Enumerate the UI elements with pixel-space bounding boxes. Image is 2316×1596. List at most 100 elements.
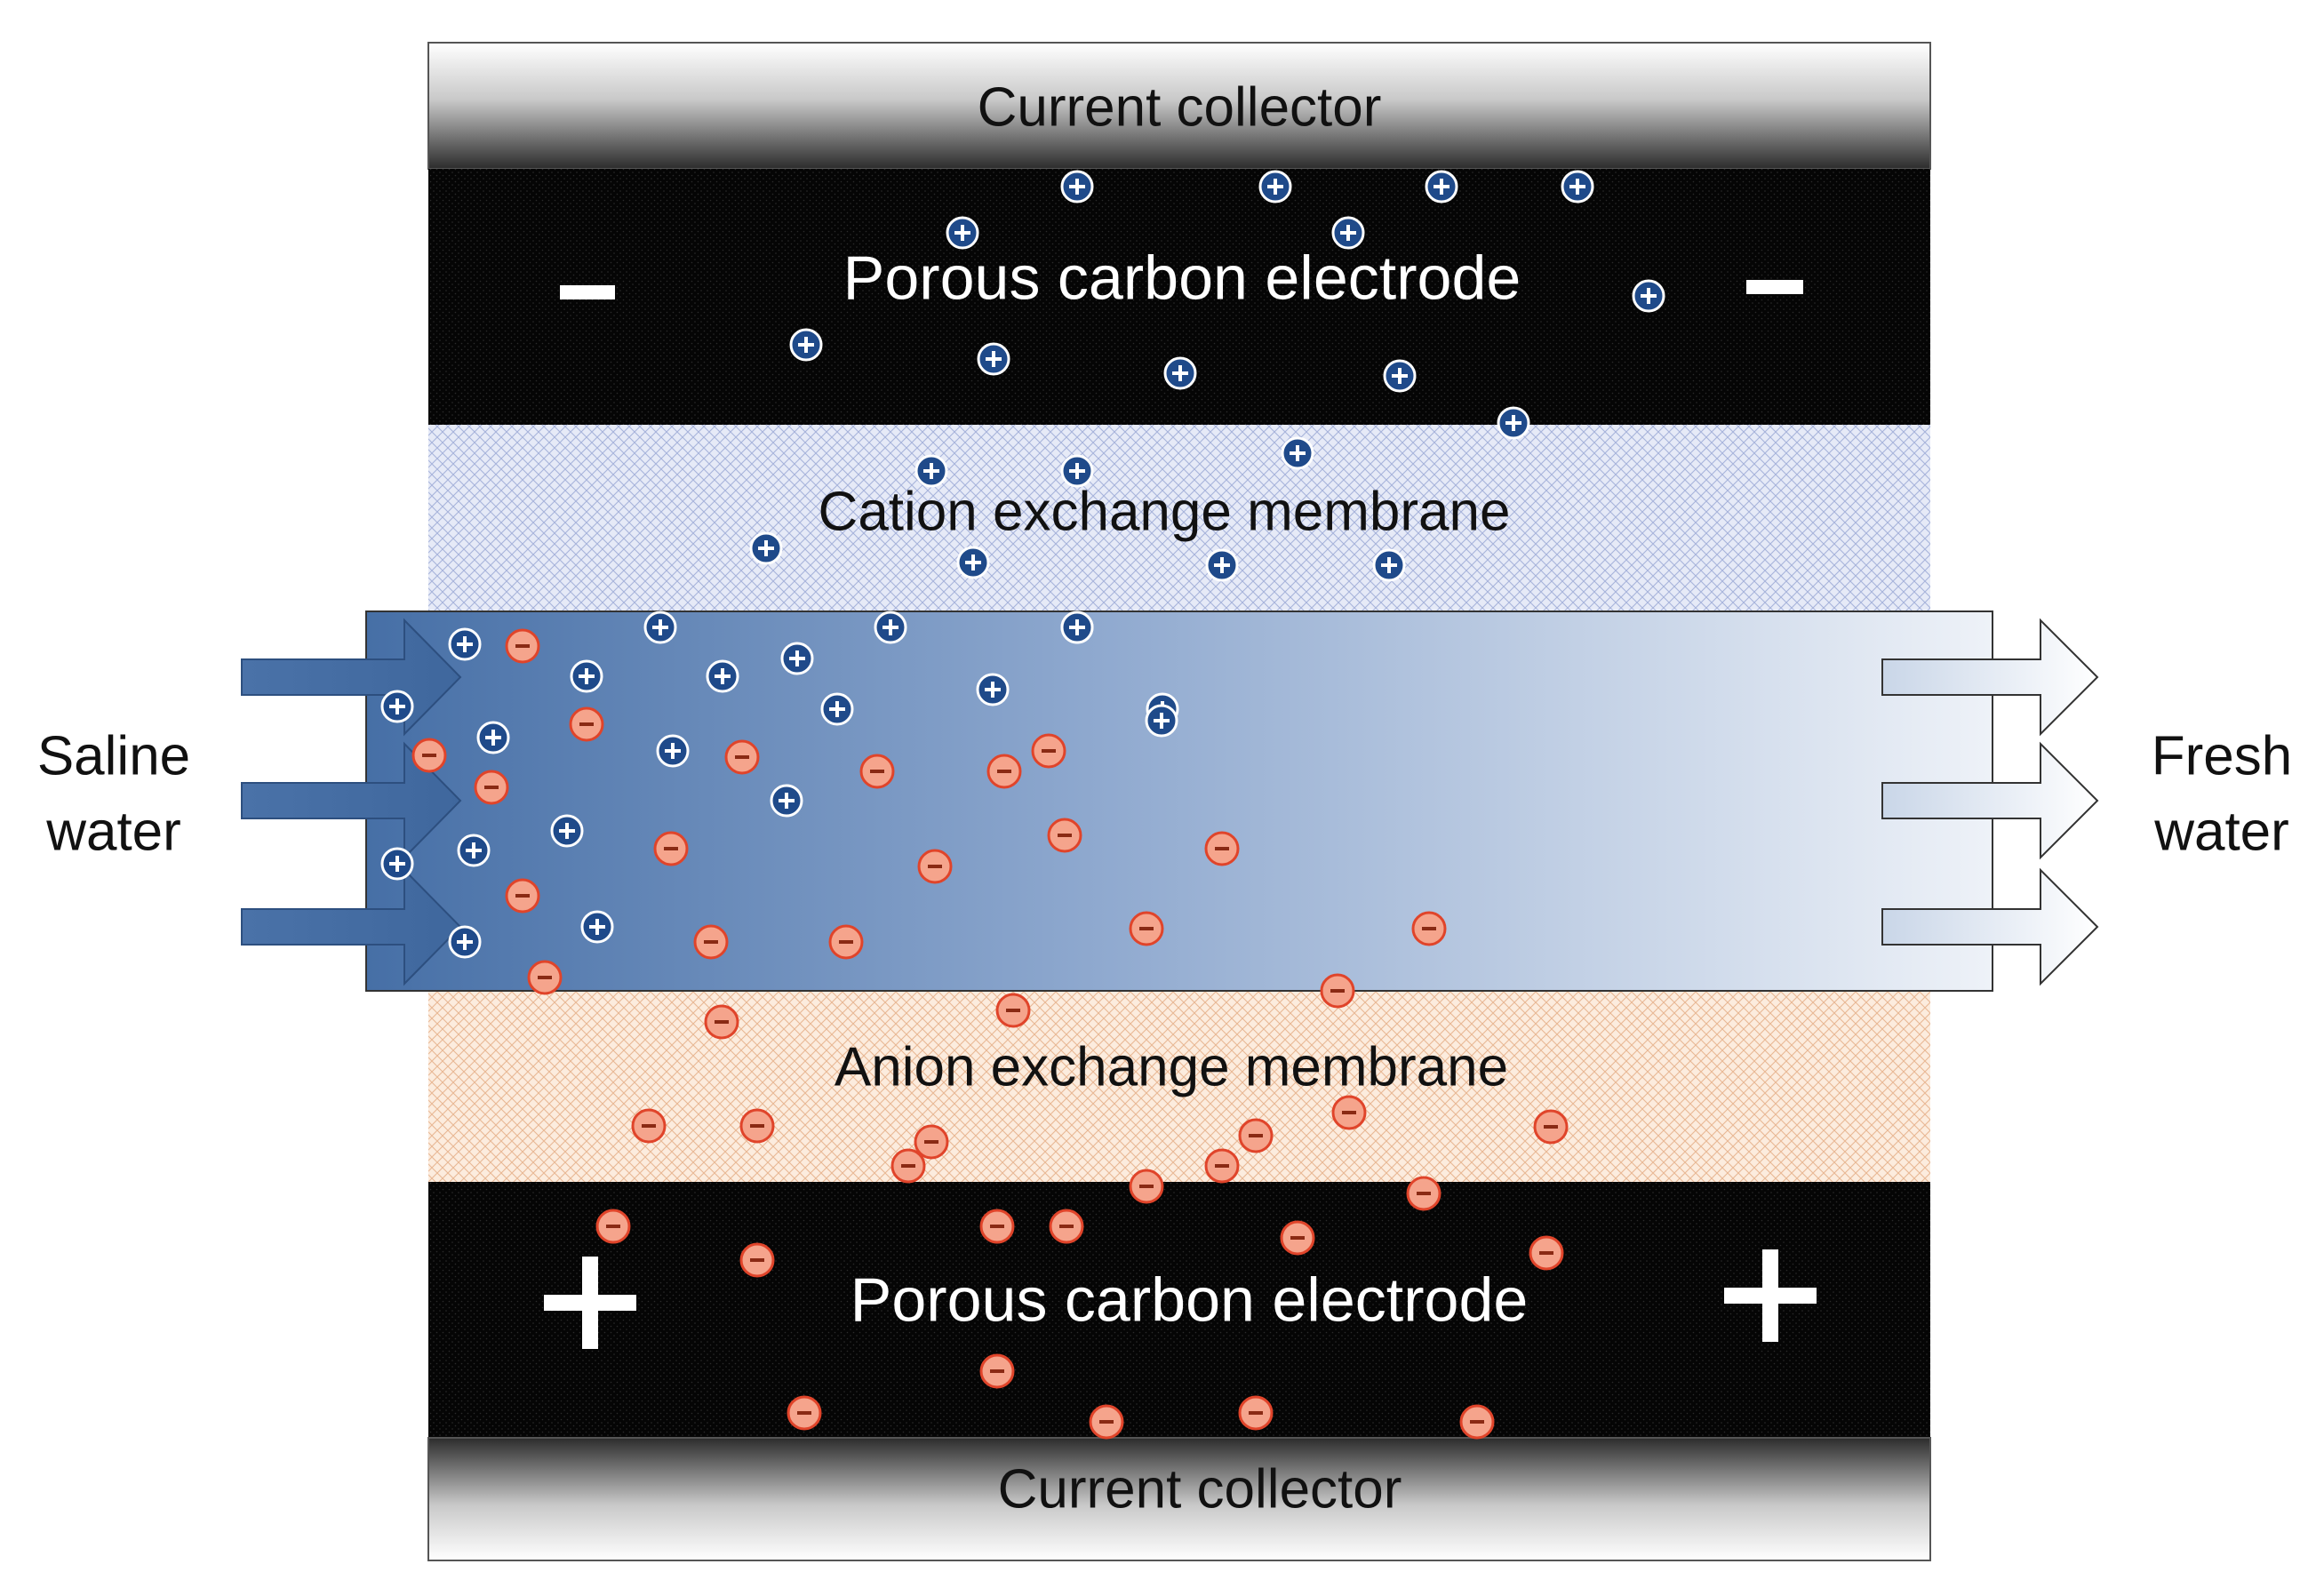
anion-ion (631, 1108, 667, 1144)
anion-ion (1406, 1176, 1442, 1211)
cation-ion (1372, 548, 1406, 582)
electrode-bottom-sign-right (1724, 1249, 1817, 1342)
cation-ion (946, 216, 979, 250)
anion-ion (787, 1395, 822, 1431)
cation-ion (380, 847, 414, 881)
electrode-bottom-label: Porous carbon electrode (851, 1265, 1529, 1334)
cation-ion (820, 692, 854, 726)
cation-ion (789, 328, 823, 362)
current-collector-top-label: Current collector (978, 76, 1382, 138)
anion-ion (828, 924, 864, 960)
inlet-arrows (241, 618, 462, 986)
outlet-arrows (1881, 618, 2099, 986)
cation-membrane-label: Cation exchange membrane (819, 481, 1511, 542)
anion-ion (995, 993, 1031, 1028)
outlet-arrow-1 (1881, 618, 2099, 737)
anion-ion (1459, 1404, 1495, 1440)
anion-ion (890, 1148, 926, 1184)
anion-ion (979, 1353, 1015, 1389)
cation-ion (580, 910, 614, 944)
cation-ion (956, 546, 990, 579)
anion-ion (1047, 818, 1082, 853)
anion-ion (1533, 1109, 1569, 1145)
cation-ion (476, 721, 510, 754)
current-collector-top (427, 42, 1931, 170)
anion-ion (474, 770, 509, 805)
cation-ion (1383, 359, 1417, 393)
anion-ion (411, 738, 447, 773)
fresh-water-label-line2: water (2153, 801, 2289, 862)
cation-ion (1281, 436, 1314, 470)
fresh-water-label-line1: Fresh (2152, 725, 2292, 786)
cation-ion (570, 659, 603, 693)
cation-ion (550, 814, 584, 848)
cation-ion (643, 610, 677, 644)
electrode-bottom-sign-left (544, 1257, 636, 1349)
cation-ion (1425, 170, 1458, 203)
cation-ion (1060, 454, 1094, 488)
cation-ion (656, 734, 690, 768)
cation-ion (1060, 610, 1094, 644)
anion-ion (704, 1004, 739, 1040)
anion-ion (1129, 911, 1164, 946)
current-collector-bottom (427, 1437, 1931, 1561)
anion-ion (739, 1108, 775, 1144)
anion-ions (411, 628, 1569, 1440)
cation-ion (1331, 216, 1365, 250)
cation-ions (380, 170, 1665, 959)
anion-ion (1411, 911, 1447, 946)
cation-ion (977, 342, 1010, 376)
electrode-top-sign-left (560, 285, 615, 299)
cation-ion (1561, 170, 1594, 203)
saline-water-label-line1: Saline (37, 725, 190, 786)
anion-ion (917, 849, 953, 884)
cation-ion (706, 659, 739, 693)
anion-membrane-label: Anion exchange membrane (835, 1036, 1508, 1097)
cation-ion (914, 454, 948, 488)
anion-ion (1238, 1395, 1274, 1431)
water-channel (365, 610, 1993, 992)
anion-ion (1238, 1118, 1274, 1153)
cation-ion (1163, 356, 1197, 390)
anion-ion (739, 1242, 775, 1278)
anion-ion (569, 706, 604, 742)
anion-ion (1529, 1235, 1564, 1271)
anion-ion (1280, 1220, 1315, 1256)
anion-ion (505, 878, 540, 914)
anion-ion (1031, 733, 1066, 769)
anion-ion (1204, 831, 1240, 866)
anion-exchange-membrane (428, 991, 1930, 1182)
electrode-top-sign-right (1746, 280, 1803, 294)
anion-ion (1320, 973, 1355, 1009)
inlet-arrow-2 (241, 741, 462, 860)
cation-ion (1060, 170, 1094, 203)
anion-ion (693, 924, 729, 960)
cation-ion (976, 673, 1010, 706)
electrode-top-label: Porous carbon electrode (843, 243, 1521, 312)
anion-ion (724, 739, 760, 775)
cation-ion (770, 784, 803, 818)
anion-ion (527, 960, 563, 995)
anion-ion (595, 1209, 631, 1244)
anion-ion (1089, 1404, 1124, 1440)
outlet-arrow-2 (1881, 741, 2099, 860)
anion-ion (986, 754, 1022, 789)
electrode-bottom (428, 1182, 1930, 1438)
cation-ion (457, 834, 491, 867)
outlet-arrow-3 (1881, 867, 2099, 986)
saline-water-label-line2: water (45, 801, 181, 862)
cation-ion (874, 610, 907, 644)
inlet-arrow-3 (241, 867, 462, 986)
cation-ion (1497, 406, 1530, 440)
anion-ion (653, 831, 689, 866)
anion-ion (859, 754, 895, 789)
cation-ion (1145, 704, 1178, 738)
anion-ion (1331, 1095, 1367, 1130)
cation-ion (448, 925, 482, 959)
cation-ion (749, 531, 783, 565)
anion-ion (914, 1124, 949, 1160)
anion-ion (505, 628, 540, 664)
anion-ion (979, 1209, 1015, 1244)
cation-ion (780, 642, 814, 675)
